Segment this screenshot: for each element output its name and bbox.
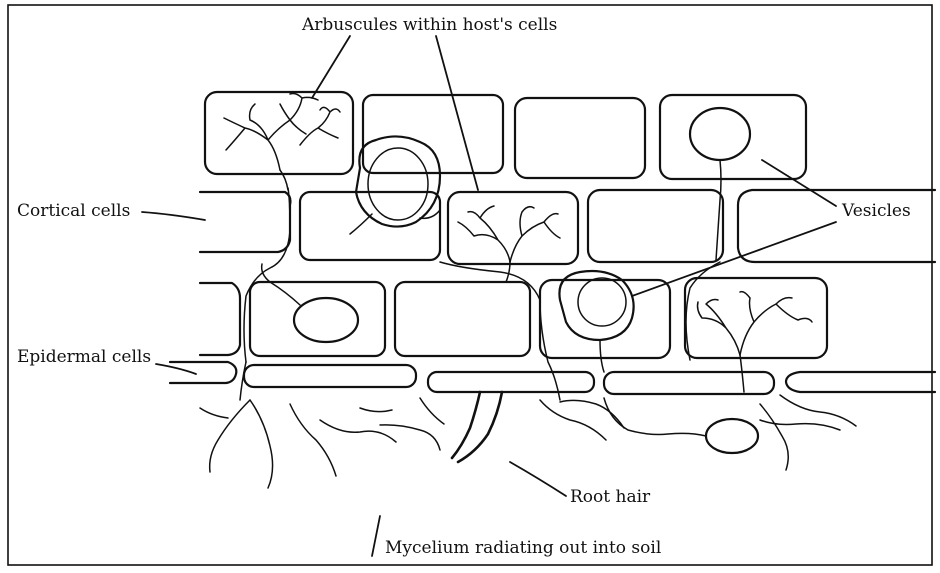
vesicle (690, 108, 750, 260)
label-root-hair: Root hair (570, 487, 651, 507)
label-cortical-cells: Cortical cells (17, 201, 130, 221)
epidermal-cell (786, 372, 935, 392)
leader-vesicles-2 (632, 222, 836, 296)
vesicle-body (294, 298, 358, 342)
cortical-cell (395, 282, 530, 356)
cortical-cell (588, 190, 723, 262)
label-vesicles: Vesicles (841, 201, 911, 221)
figure-frame (8, 5, 932, 565)
arbuscule (698, 292, 813, 392)
leader-root-hair (510, 462, 566, 496)
intercellular-hyphae (240, 188, 720, 400)
cortical-cell (250, 282, 385, 356)
epidermal-cell (244, 365, 416, 387)
epidermal-cell (170, 362, 236, 383)
cortical-row-top (205, 92, 806, 179)
epidermal-row (170, 362, 935, 394)
vesicle-body (578, 278, 626, 326)
cortical-cell (363, 95, 503, 173)
label-mycelium: Mycelium radiating out into soil (385, 538, 661, 558)
arbuscule (224, 94, 340, 191)
vesicle-body (368, 148, 428, 220)
leader-cortical (142, 212, 205, 220)
cortical-cell (205, 92, 353, 174)
epidermal-cell (604, 372, 774, 394)
cortical-cell (660, 95, 806, 179)
label-epidermal-cells: Epidermal cells (17, 347, 151, 367)
leader-arbuscules-1 (312, 36, 350, 98)
cortical-cell (200, 283, 240, 355)
label-arbuscules: Arbuscules within host's cells (301, 15, 557, 35)
arbuscule (458, 206, 560, 282)
leader-mycelium (372, 516, 380, 556)
vesicle (559, 271, 633, 340)
epidermal-cell (428, 372, 594, 392)
leader-vesicles-1 (762, 160, 836, 206)
vesicle-body (690, 108, 750, 160)
cortical-cell (200, 192, 290, 252)
root-hair (452, 392, 502, 462)
vesicle-soil (706, 419, 758, 453)
vesicle (262, 264, 358, 342)
cortical-cell (300, 192, 440, 260)
leader-arbuscules-2 (436, 36, 478, 190)
cortical-cell (515, 98, 645, 178)
leader-epidermal (156, 364, 196, 374)
